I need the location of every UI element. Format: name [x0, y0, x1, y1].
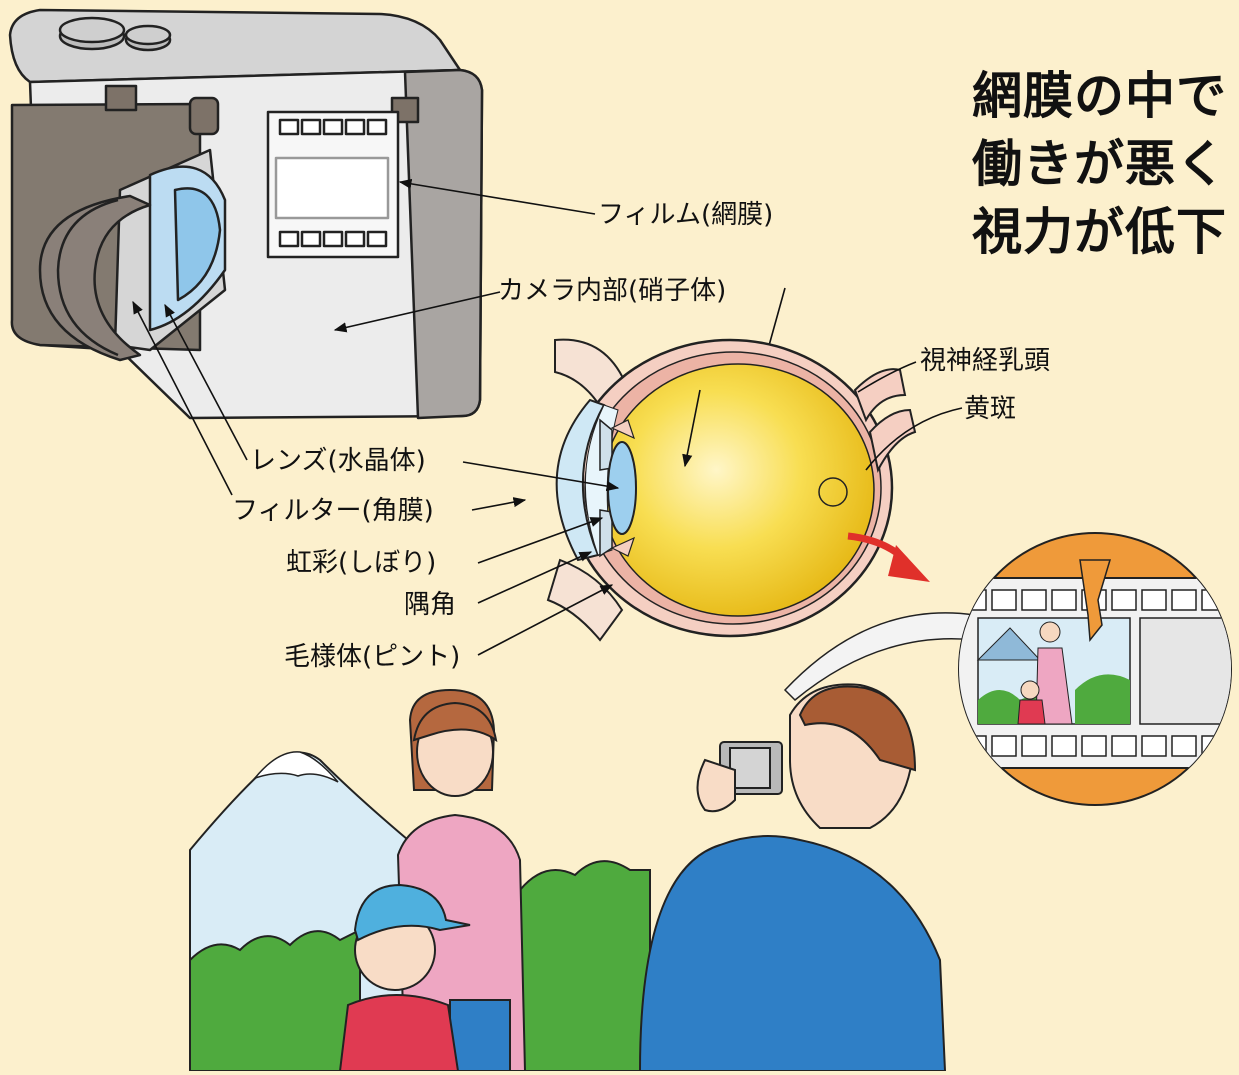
label-filter: フィルター(角膜) [232, 496, 434, 526]
camera-leaders [132, 178, 786, 496]
man-figure [638, 683, 947, 1072]
heading-line-3: 視力が低下 [972, 203, 1227, 261]
thought-bubble [783, 532, 1232, 806]
label-lens: レンズ(水晶体) [250, 446, 426, 476]
child-figure [338, 883, 471, 1072]
heading-line-1: 網膜の中で [972, 67, 1227, 125]
label-camera-interior: カメラ内部(硝子体) [498, 276, 727, 306]
label-iris: 虹彩(しぼり) [286, 548, 437, 578]
label-macula: 黄斑 [964, 394, 1017, 424]
label-optic-disc: 視神経乳頭 [920, 346, 1051, 376]
eye-leaders [462, 361, 963, 656]
heading-line-2: 働きが悪く [972, 135, 1227, 193]
label-angle: 隅角 [404, 590, 457, 620]
red-arrow [847, 532, 930, 582]
eye-cross-section [546, 338, 917, 642]
label-film: フィルム(網膜) [598, 200, 774, 230]
camera [8, 8, 484, 420]
label-ciliary: 毛様体(ピント) [284, 642, 461, 672]
main-heading: 網膜の中で 働きが悪く 視力が低下 [972, 62, 1239, 302]
landscape [189, 751, 651, 1072]
